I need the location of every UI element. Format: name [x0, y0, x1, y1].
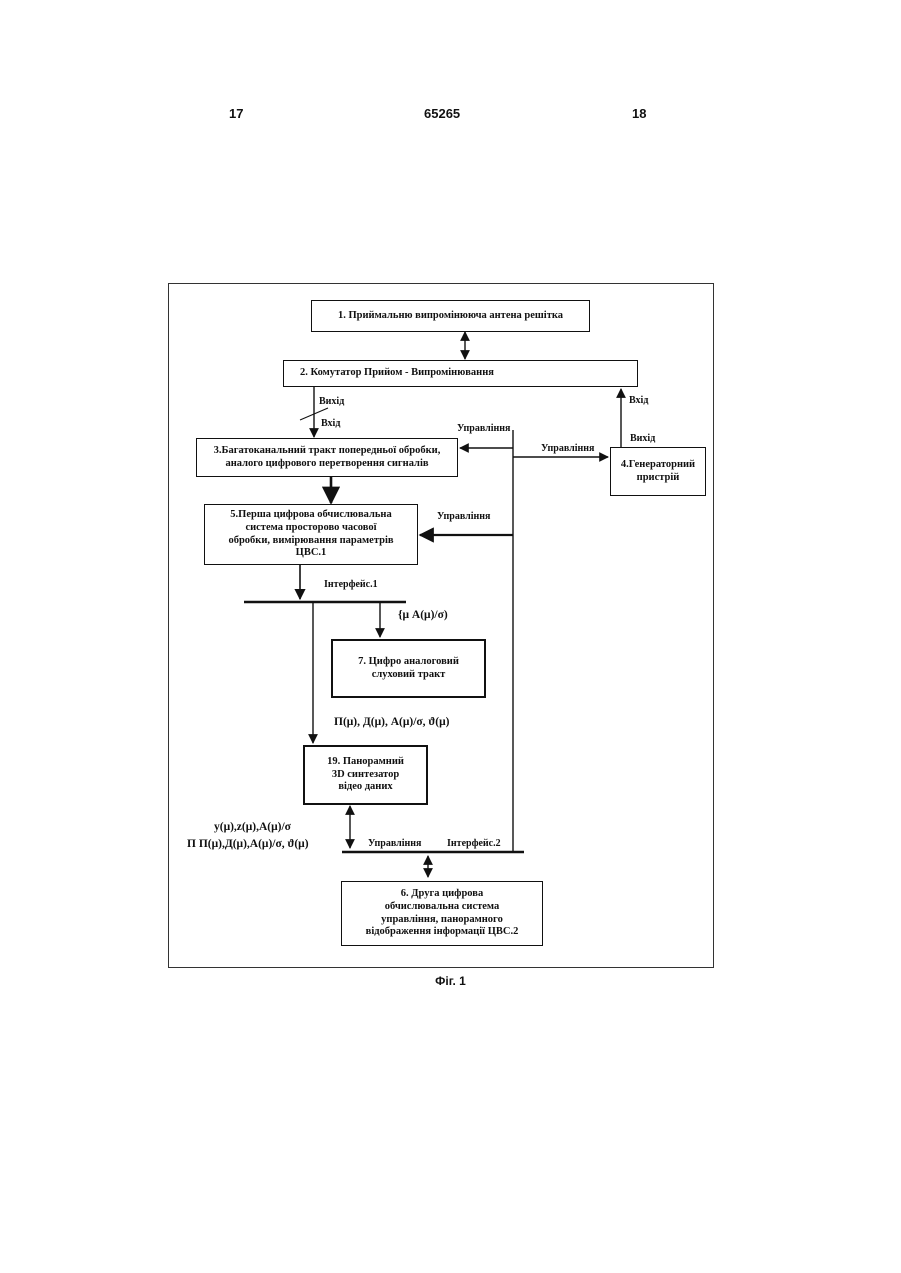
block-cvs2: 6. Друга цифрова обчислювальна система у…: [341, 881, 543, 946]
block-generator: 4.Генераторний пристрій: [610, 447, 706, 496]
label-left-signal-1: y(μ),z(μ),A(μ)/σ: [214, 821, 291, 833]
label-vykhid-2: Вихід: [630, 433, 655, 444]
label-left-signal-2: П П(μ),Д(μ),A(μ)/σ, ϑ(μ): [187, 838, 309, 850]
block-digital-analog-tract: 7. Цифро аналоговий слуховий тракт: [331, 639, 486, 698]
label-upravlinnia-4: Управління: [368, 838, 421, 849]
label-bus-signal-2: П(μ), Д(μ), A(μ)/σ, ϑ(μ): [334, 716, 449, 728]
label-vykhid-1: Вихід: [319, 396, 344, 407]
label-upravlinnia-2: Управління: [541, 443, 594, 454]
block-cvs1: 5.Перша цифрова обчислювальна система пр…: [204, 504, 418, 565]
label-vkhid-1: Вхід: [321, 418, 340, 429]
label-vkhid-2: Вхід: [629, 395, 648, 406]
figure-caption: Фіг. 1: [0, 974, 901, 988]
block-preprocessing-tract: 3.Багатоканальний тракт попередньої обро…: [196, 438, 458, 477]
block-transmit-receive-switch: 2. Комутатор Прийом - Випромінювання: [283, 360, 638, 387]
label-interface-2: Інтерфейс.2: [447, 838, 501, 849]
label-bus-signal-1: {μ A(μ)/σ): [398, 609, 448, 621]
label-upravlinnia-3: Управління: [437, 511, 490, 522]
block-panoramic-synthesizer: 19. Панорамний 3D синтезатор відео даних: [303, 745, 428, 805]
label-interface-1: Інтерфейс.1: [324, 579, 378, 590]
label-upravlinnia-1: Управління: [457, 423, 510, 434]
block-antenna-array: 1. Приймальню випромінююча антена решітк…: [311, 300, 590, 332]
